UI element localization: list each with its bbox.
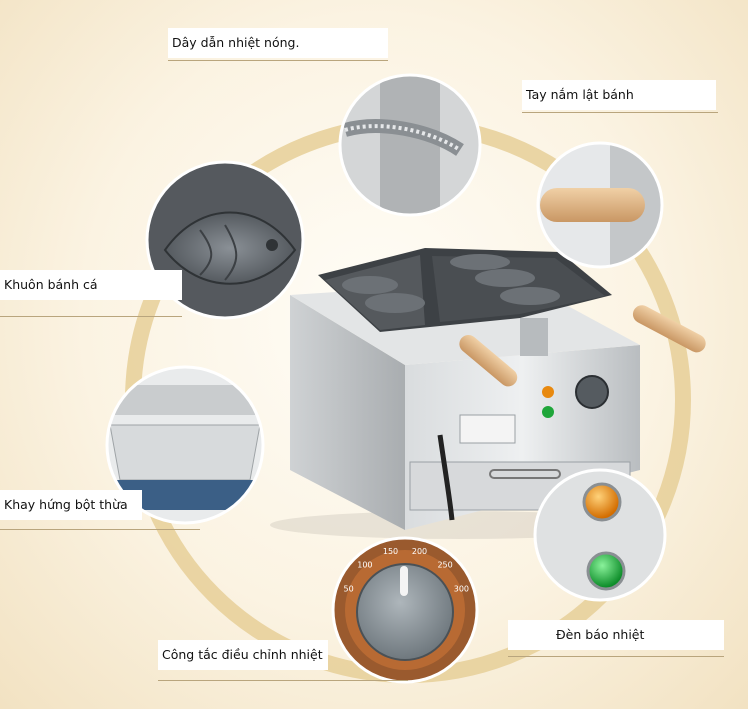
dial-tick-labels: 50 100 150 200 250 300: [344, 547, 470, 594]
underline-fish-mold: [0, 316, 182, 317]
dial-tick-label: 150: [383, 547, 398, 556]
label-hot-wire: Dây dẫn nhiệt nóng.: [168, 28, 388, 58]
label-flip-handle: Tay nắm lật bánh: [522, 80, 716, 110]
dial-tick-label: 100: [357, 560, 372, 569]
underline-indicator-light: [508, 656, 724, 657]
dial-tick-label: 50: [344, 585, 354, 594]
dial-tick-label: 200: [412, 547, 427, 556]
underline-hot-wire: [168, 60, 388, 61]
label-fish-mold: Khuôn bánh cá: [0, 270, 182, 300]
detail-indicator-lights: [535, 470, 665, 600]
label-indicator-light: Đèn báo nhiệt: [508, 620, 724, 650]
dial-tick-label: 300: [454, 585, 469, 594]
detail-hot-wire: [340, 75, 480, 215]
underline-batter-tray: [0, 529, 200, 530]
detail-temperature-dial: [333, 538, 477, 682]
label-batter-tray: Khay hứng bột thừa: [0, 490, 142, 520]
label-temp-switch: Công tắc điều chỉnh nhiệt: [158, 640, 328, 670]
underline-temp-switch: [158, 680, 408, 681]
detail-fish-mold: [147, 162, 303, 318]
dial-tick-label: 250: [437, 560, 452, 569]
underline-flip-handle: [522, 112, 718, 113]
